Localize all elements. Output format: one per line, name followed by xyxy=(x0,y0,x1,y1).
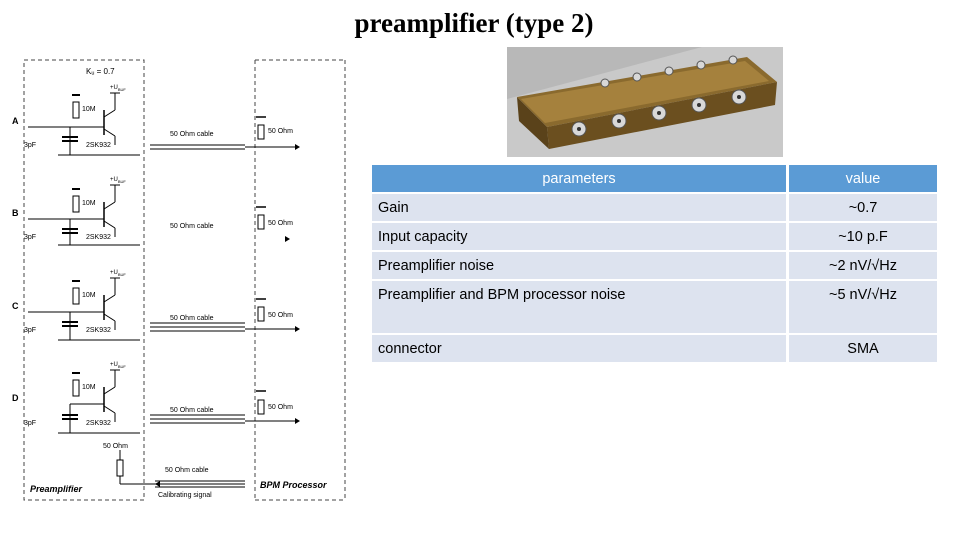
svg-text:50 Ohm cable: 50 Ohm cable xyxy=(170,407,214,414)
value-cell: ~5 nV/√Hz xyxy=(786,281,937,335)
svg-text:50 Ohm cable: 50 Ohm cable xyxy=(170,223,214,230)
svg-text:D: D xyxy=(12,393,19,403)
svg-text:50 Ohm: 50 Ohm xyxy=(268,128,293,135)
bpm-processor-label: BPM Processor xyxy=(260,480,327,490)
table-row: Input capacity ~10 p.F xyxy=(372,223,937,252)
svg-text:A: A xyxy=(12,116,19,126)
parameters-header: parameters xyxy=(372,165,786,194)
preamplifier-photo xyxy=(507,47,783,157)
svg-text:50 Ohm cable: 50 Ohm cable xyxy=(165,467,209,474)
value-cell: ~10 p.F xyxy=(786,223,937,252)
svg-text:3pF: 3pF xyxy=(24,327,36,334)
svg-text:2SK932: 2SK932 xyxy=(86,420,111,427)
channel-c: +UBUF C 10M 3pF 2SK932 50 Ohm cable 50 O… xyxy=(12,270,300,341)
table-row: connector SMA xyxy=(372,335,937,364)
svg-text:50 Ohm: 50 Ohm xyxy=(268,220,293,227)
parameter-cell: Preamplifier noise xyxy=(372,252,786,281)
parameter-cell: Preamplifier and BPM processor noise xyxy=(372,281,786,335)
svg-text:50 Ohm: 50 Ohm xyxy=(103,443,128,450)
svg-text:3pF: 3pF xyxy=(24,420,36,427)
svg-text:10M: 10M xyxy=(82,200,96,207)
svg-text:50 Ohm: 50 Ohm xyxy=(268,312,293,319)
svg-text:3pF: 3pF xyxy=(24,234,36,241)
parameters-table: parameters value Gain ~0.7 Input capacit… xyxy=(372,165,937,364)
channel-a: +UBUF A 10M 3pF 2SK932 50 Ohm cable 50 O… xyxy=(12,85,300,156)
parameter-cell: Input capacity xyxy=(372,223,786,252)
slide-title: preamplifier (type 2) xyxy=(354,8,594,38)
preamplifier-schematic: Kᵤ = 0.7 +UBUF A 10M 3pF 2SK932 50 Ohm c… xyxy=(12,59,346,501)
value-cell: ~0.7 xyxy=(786,194,937,223)
value-cell: ~2 nV/√Hz xyxy=(786,252,937,281)
value-cell: SMA xyxy=(786,335,937,364)
svg-text:+UBUF: +UBUF xyxy=(110,85,126,92)
svg-text:2SK932: 2SK932 xyxy=(86,327,111,334)
table-row: Preamplifier noise ~2 nV/√Hz xyxy=(372,252,937,281)
svg-text:+UBUF: +UBUF xyxy=(110,270,126,277)
gain-label: Kᵤ = 0.7 xyxy=(86,67,115,76)
table-row: Gain ~0.7 xyxy=(372,194,937,223)
svg-text:Calibrating signal: Calibrating signal xyxy=(158,492,212,499)
svg-text:B: B xyxy=(12,208,19,218)
svg-text:10M: 10M xyxy=(82,384,96,391)
svg-text:10M: 10M xyxy=(82,292,96,299)
svg-text:50 Ohm: 50 Ohm xyxy=(268,404,293,411)
table-header-row: parameters value xyxy=(372,165,937,194)
table-row: Preamplifier and BPM processor noise ~5 … xyxy=(372,281,937,335)
parameter-cell: Gain xyxy=(372,194,786,223)
parameter-cell: connector xyxy=(372,335,786,364)
svg-text:50 Ohm cable: 50 Ohm cable xyxy=(170,131,214,138)
svg-text:50 Ohm cable: 50 Ohm cable xyxy=(170,315,214,322)
preamplifier-label: Preamplifier xyxy=(30,484,83,494)
value-header: value xyxy=(786,165,937,194)
channel-d: +UBUF D 10M 3pF 2SK932 50 Ohm cable 50 O… xyxy=(12,362,300,434)
preamplifier-boundary xyxy=(23,59,145,501)
svg-text:+UBUF: +UBUF xyxy=(110,362,126,369)
calibration-path: 50 Ohm 50 Ohm cable Calibrating signal xyxy=(103,443,245,499)
svg-text:10M: 10M xyxy=(82,106,96,113)
svg-text:2SK932: 2SK932 xyxy=(86,142,111,149)
svg-text:+UBUF: +UBUF xyxy=(110,177,126,184)
svg-text:3pF: 3pF xyxy=(24,142,36,149)
svg-text:2SK932: 2SK932 xyxy=(86,234,111,241)
svg-text:C: C xyxy=(12,301,19,311)
channel-b: +UBUF B 10M 3pF 2SK932 50 Ohm cable 50 O… xyxy=(12,177,293,246)
